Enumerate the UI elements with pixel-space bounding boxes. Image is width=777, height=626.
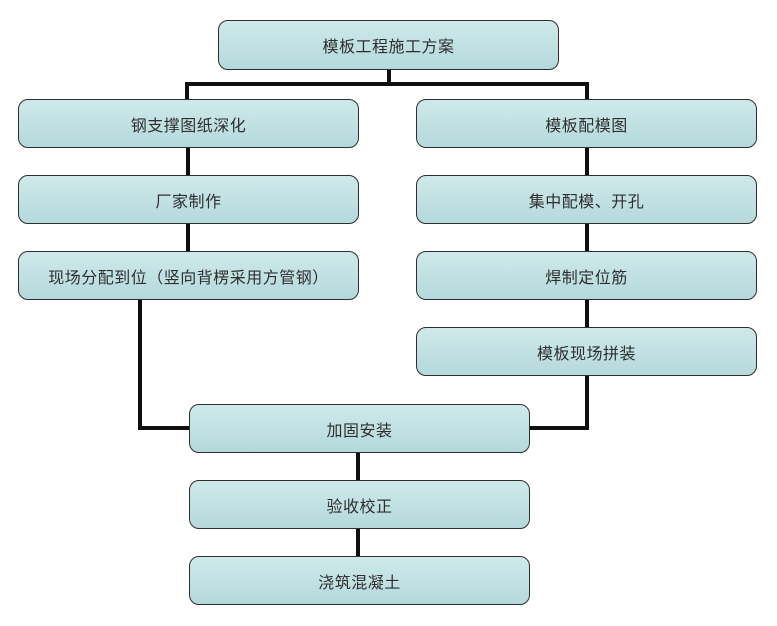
connector-left-merge-horizontal	[138, 426, 191, 430]
connector-right-col-3	[585, 298, 589, 328]
connector-left-col-2	[186, 222, 190, 252]
node-steel-drawing: 钢支撑图纸深化	[18, 99, 359, 148]
node-pour-concrete: 浇筑混凝土	[189, 556, 530, 605]
connector-branch-left-drop	[185, 82, 189, 100]
node-reinforce-install: 加固安装	[189, 404, 530, 453]
node-factory-make: 厂家制作	[18, 175, 359, 224]
connector-right-merge-vertical	[585, 375, 589, 430]
connector-left-merge-vertical	[138, 299, 142, 430]
connector-plan-stub	[387, 70, 391, 86]
node-central-matching: 集中配模、开孔	[416, 175, 757, 224]
connector-branch-horizontal	[185, 82, 589, 86]
node-weld-positioning: 焊制定位筋	[416, 251, 757, 300]
node-site-distribution: 现场分配到位（竖向背楞采用方管钢）	[18, 251, 359, 300]
node-accept-correct: 验收校正	[189, 480, 530, 529]
connector-bottom-2	[356, 527, 360, 557]
connector-right-merge-horizontal	[528, 426, 589, 430]
node-site-assembly: 模板现场拼装	[416, 327, 757, 376]
connector-left-col-1	[186, 146, 190, 176]
connector-right-col-1	[585, 146, 589, 176]
connector-bottom-1	[356, 451, 360, 481]
connector-right-col-2	[585, 222, 589, 252]
node-plan: 模板工程施工方案	[218, 20, 559, 70]
node-formwork-drawing: 模板配模图	[416, 99, 757, 148]
connector-branch-right-drop	[585, 82, 589, 100]
